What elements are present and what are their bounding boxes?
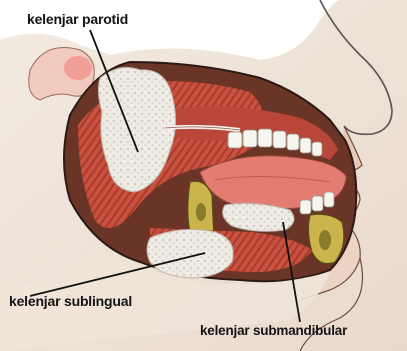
label-sublingual-gland: kelenjar sublingual bbox=[9, 293, 132, 309]
ear-lobe bbox=[64, 56, 92, 80]
submandibular-gland bbox=[147, 230, 233, 278]
label-submandibular-gland: kelenjar submandibular bbox=[200, 323, 347, 339]
label-parotid-gland: kelenjar parotid bbox=[27, 11, 128, 27]
